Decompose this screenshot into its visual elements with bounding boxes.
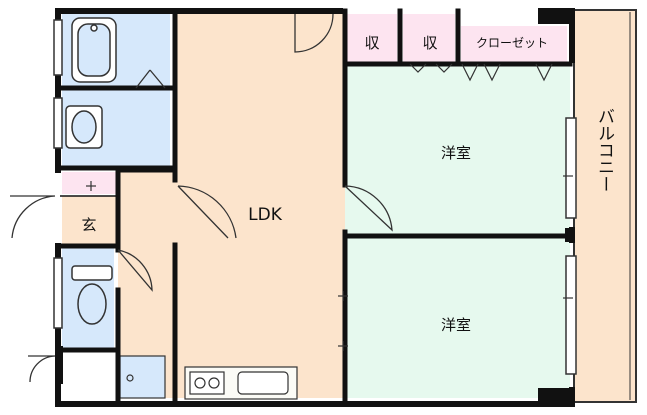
- wall-markers: [86, 175, 573, 351]
- storage-1-label: 収: [364, 34, 379, 52]
- washbasin: [65, 105, 103, 149]
- ldk-floor: [175, 14, 345, 398]
- western-room-1-label: 洋室: [441, 144, 471, 162]
- balcony-label: バルコニー: [594, 108, 614, 193]
- storage-2-label: 収: [422, 34, 437, 52]
- western-room-1-floor: [345, 64, 570, 236]
- closet-doors: [409, 63, 553, 82]
- storage-2-floor: [403, 14, 455, 62]
- toilet-fixture: [71, 265, 113, 325]
- entrance-floor: [62, 196, 118, 246]
- ldk-label: LDK: [248, 205, 283, 225]
- corner-pillar-bottom: [538, 388, 574, 406]
- western-room-2-label: 洋室: [441, 316, 471, 334]
- balcony-floor: [574, 10, 636, 402]
- laundry-drain: [126, 374, 134, 382]
- left-pillar-bottom: [55, 346, 63, 384]
- interior-walls: [57, 8, 573, 407]
- windows: [53, 19, 577, 375]
- sink: [237, 371, 289, 395]
- corner-pillar-top: [538, 8, 574, 24]
- closet-label: クローゼット: [476, 36, 548, 50]
- bathtub: [71, 17, 117, 83]
- western-room-2-floor: [345, 236, 570, 398]
- closet-floor: [461, 26, 567, 62]
- stove: [189, 371, 225, 395]
- entrance-label: 玄: [81, 216, 96, 234]
- storage-1-floor: [347, 14, 397, 62]
- door-swings: [10, 13, 393, 383]
- shoebox-floor: [62, 172, 118, 194]
